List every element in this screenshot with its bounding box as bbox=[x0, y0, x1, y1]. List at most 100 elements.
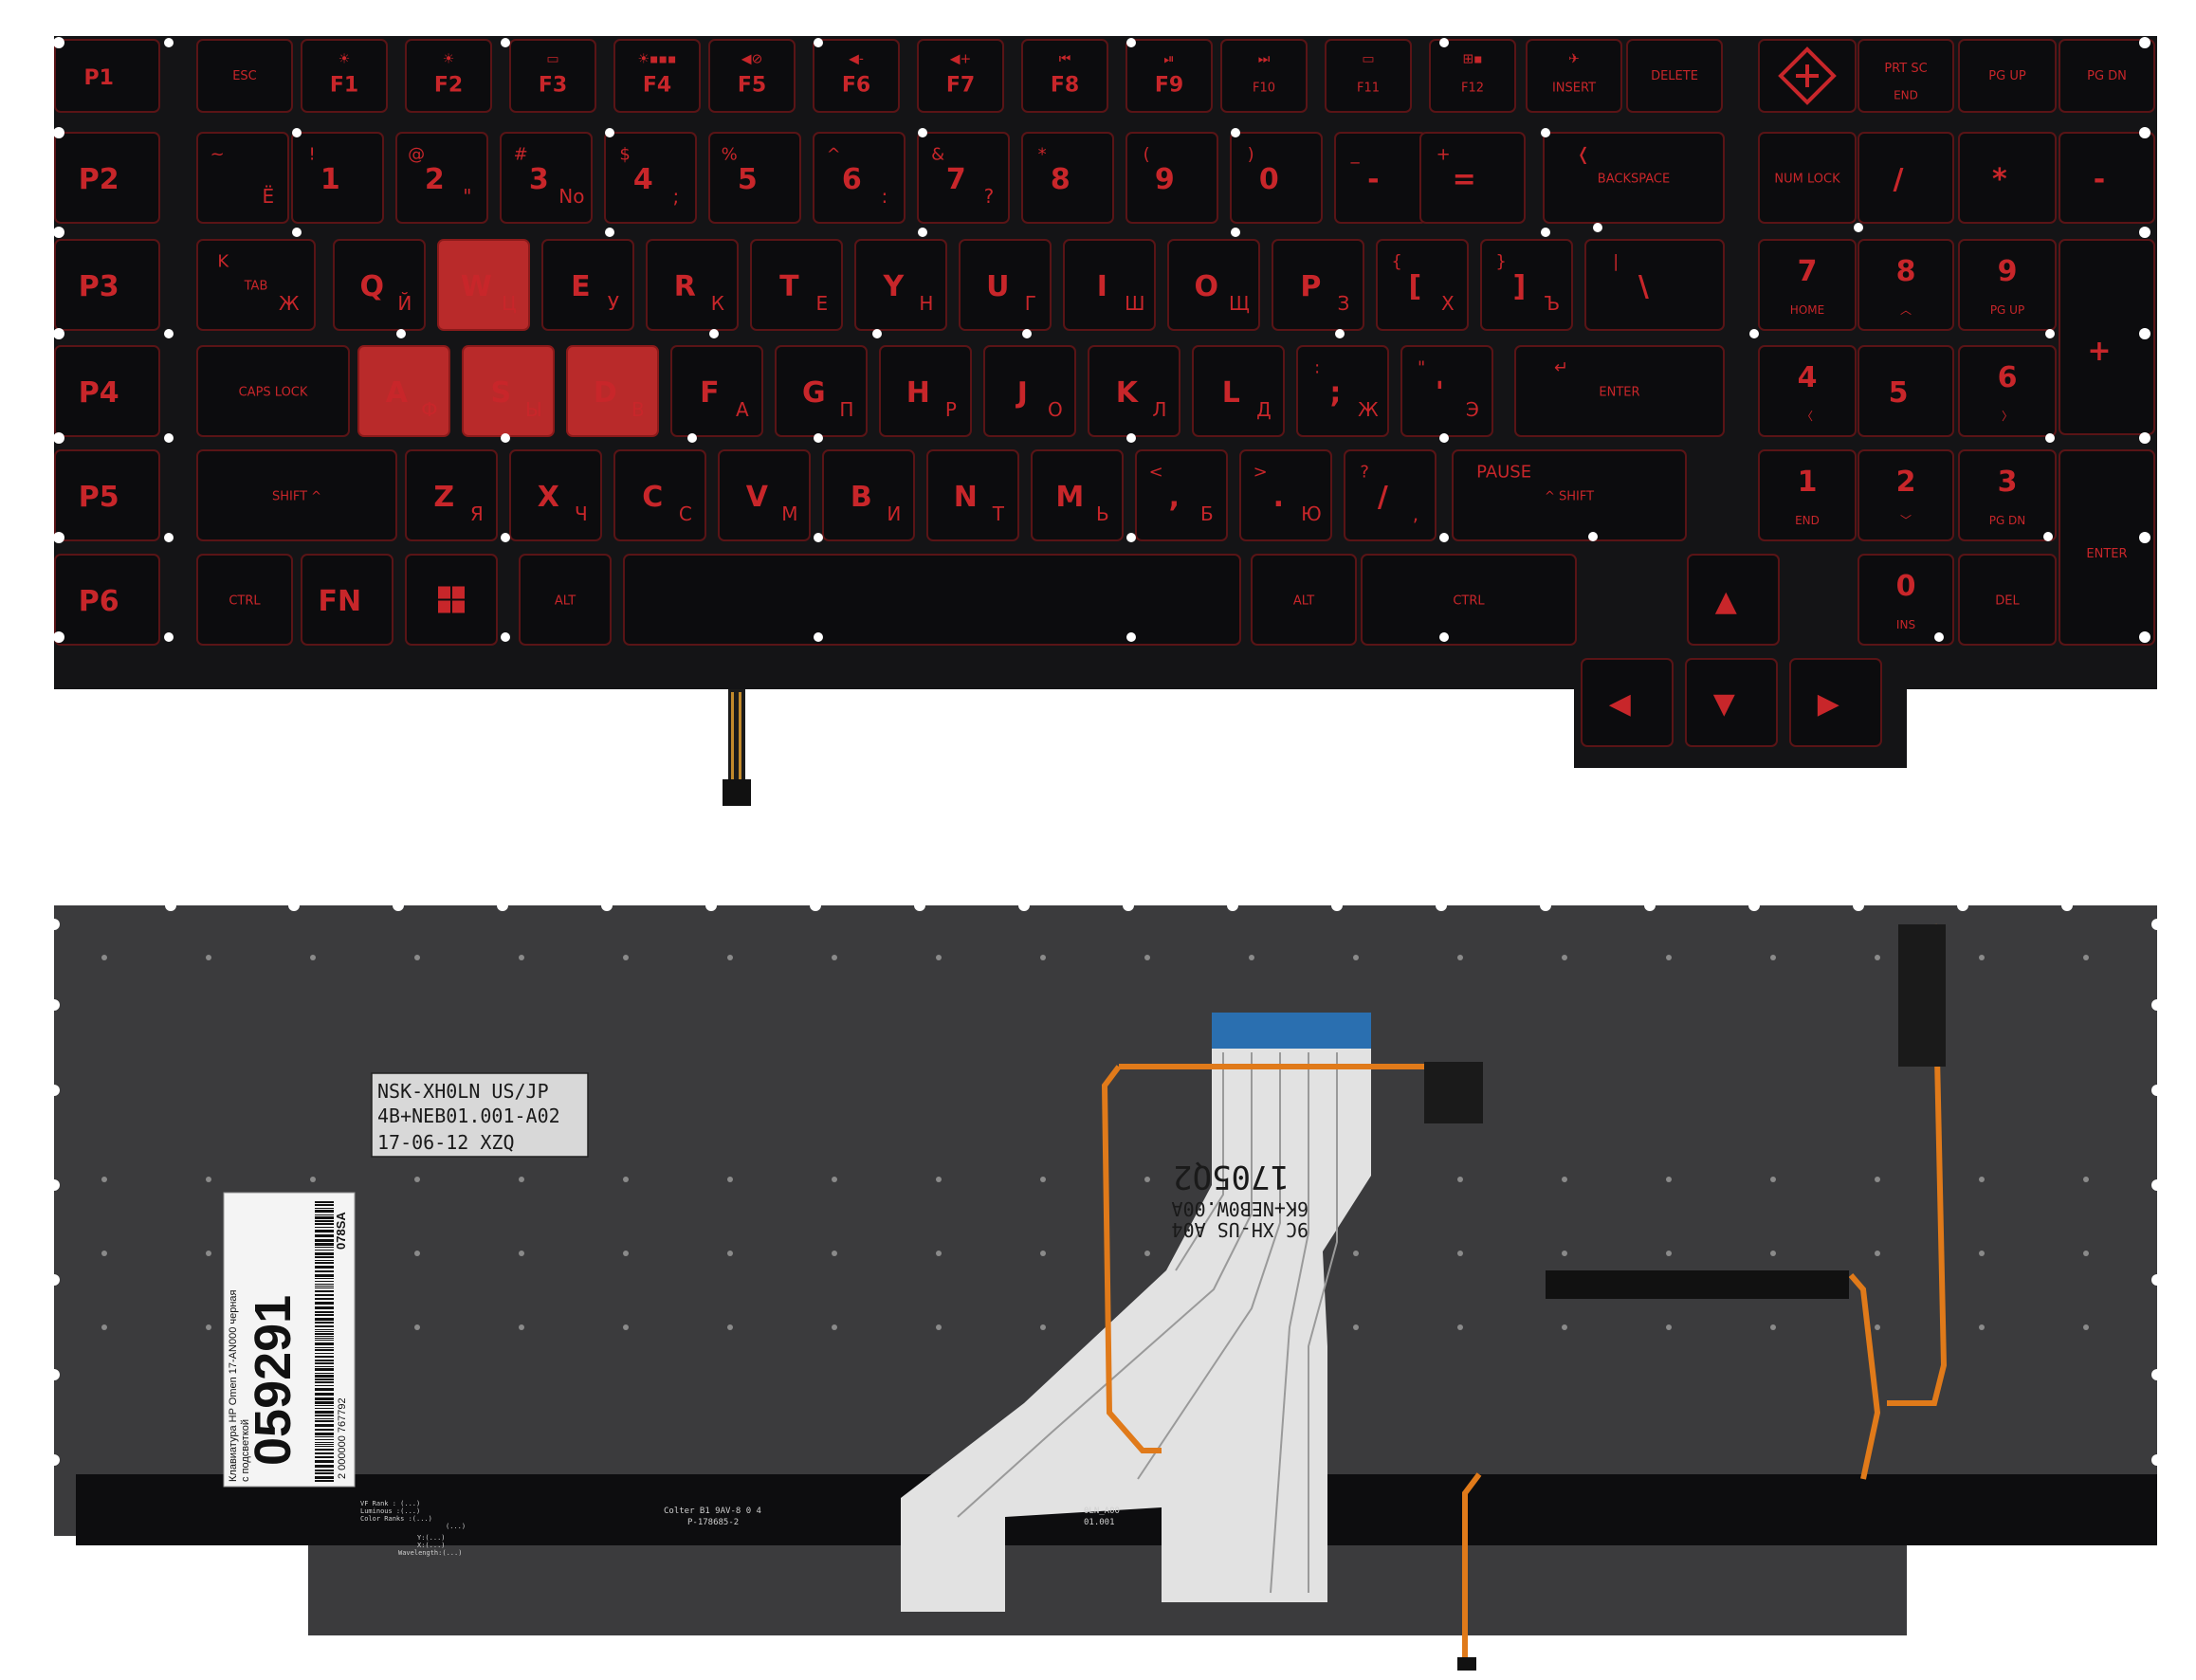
key-f9[interactable]: F9⏯ bbox=[1125, 39, 1213, 113]
key-4[interactable]: 4$; bbox=[604, 132, 697, 224]
key-f7[interactable]: F7◀+ bbox=[917, 39, 1004, 113]
key-windows-logo[interactable] bbox=[405, 554, 498, 646]
key-l[interactable]: LД bbox=[1192, 345, 1285, 437]
key--[interactable]: =+ bbox=[1419, 132, 1526, 224]
key-del[interactable]: DEL bbox=[1958, 554, 2057, 646]
key-omen-logo[interactable] bbox=[1758, 39, 1857, 113]
key-num-lock[interactable]: NUM LOCK bbox=[1758, 132, 1857, 224]
key--[interactable]: ;:Ж bbox=[1296, 345, 1389, 437]
key-w[interactable]: WЦ bbox=[437, 239, 530, 331]
key-q[interactable]: QЙ bbox=[333, 239, 426, 331]
key-alt[interactable]: ALT bbox=[1251, 554, 1357, 646]
key-r[interactable]: RК bbox=[646, 239, 739, 331]
key-j[interactable]: JО bbox=[983, 345, 1076, 437]
key-d[interactable]: DВ bbox=[566, 345, 659, 437]
key-m[interactable]: MЬ bbox=[1031, 449, 1124, 541]
key-0[interactable]: 0) bbox=[1230, 132, 1323, 224]
key--[interactable]: * bbox=[1958, 132, 2057, 224]
key--[interactable]: .>Ю bbox=[1239, 449, 1332, 541]
key--[interactable]: ◀ bbox=[1581, 658, 1674, 747]
key--[interactable]: ▼ bbox=[1685, 658, 1778, 747]
key-insert[interactable]: INSERT✈ bbox=[1526, 39, 1622, 113]
key-alt[interactable]: ALT bbox=[519, 554, 612, 646]
key-8[interactable]: 8︿ bbox=[1857, 239, 1954, 331]
key-blank[interactable] bbox=[623, 554, 1241, 646]
key-p1[interactable]: P1 bbox=[54, 39, 160, 113]
key-i[interactable]: IШ bbox=[1063, 239, 1156, 331]
key-h[interactable]: HР bbox=[879, 345, 972, 437]
key--[interactable]: + bbox=[2059, 239, 2155, 435]
key-g[interactable]: GП bbox=[775, 345, 868, 437]
key-p5[interactable]: P5 bbox=[54, 449, 160, 541]
key-pg-dn[interactable]: PG DN bbox=[2059, 39, 2155, 113]
key--[interactable]: / bbox=[1857, 132, 1954, 224]
key-f[interactable]: FА bbox=[670, 345, 763, 437]
key-8[interactable]: 8* bbox=[1021, 132, 1114, 224]
key-3[interactable]: 3PG DN bbox=[1958, 449, 2057, 541]
key--[interactable]: ,<Б bbox=[1135, 449, 1228, 541]
key-s[interactable]: SЫ bbox=[462, 345, 555, 437]
key-f10[interactable]: F10⏭ bbox=[1220, 39, 1308, 113]
key-p6[interactable]: P6 bbox=[54, 554, 160, 646]
key-pg-up[interactable]: PG UP bbox=[1958, 39, 2057, 113]
key-f6[interactable]: F6◀- bbox=[813, 39, 900, 113]
key-enter[interactable]: ENTER bbox=[2059, 449, 2155, 646]
key-9[interactable]: 9( bbox=[1125, 132, 1218, 224]
key-4[interactable]: 4〈 bbox=[1758, 345, 1857, 437]
key-f4[interactable]: F4☀▪▪▪ bbox=[613, 39, 701, 113]
key-esc[interactable]: ESC bbox=[196, 39, 293, 113]
key-caps-lock[interactable]: CAPS LOCK bbox=[196, 345, 350, 437]
key--[interactable]: ▲ bbox=[1687, 554, 1780, 646]
key-c[interactable]: CС bbox=[613, 449, 706, 541]
key-2[interactable]: 2﹀ bbox=[1857, 449, 1954, 541]
key-blank[interactable]: ~Ё bbox=[196, 132, 289, 224]
key-7[interactable]: 7&? bbox=[917, 132, 1010, 224]
key--[interactable]: [{Х bbox=[1376, 239, 1469, 331]
key-9[interactable]: 9PG UP bbox=[1958, 239, 2057, 331]
key-2[interactable]: 2@" bbox=[395, 132, 488, 224]
key-f2[interactable]: F2☀ bbox=[405, 39, 492, 113]
key--[interactable]: '"Э bbox=[1400, 345, 1493, 437]
key-f3[interactable]: F3▭ bbox=[509, 39, 596, 113]
key-f12[interactable]: F12⊞▪ bbox=[1429, 39, 1516, 113]
key-x[interactable]: XЧ bbox=[509, 449, 602, 541]
key-f5[interactable]: F5◀⊘ bbox=[708, 39, 796, 113]
key-p4[interactable]: P4 bbox=[54, 345, 160, 437]
key-backspace[interactable]: BACKSPACE❬ bbox=[1543, 132, 1725, 224]
key-p[interactable]: PЗ bbox=[1272, 239, 1364, 331]
key-z[interactable]: ZЯ bbox=[405, 449, 498, 541]
key-v[interactable]: VМ bbox=[718, 449, 811, 541]
key--[interactable]: ▶ bbox=[1789, 658, 1882, 747]
key-t[interactable]: TЕ bbox=[750, 239, 843, 331]
key-u[interactable]: UГ bbox=[959, 239, 1052, 331]
key-enter[interactable]: ENTER↵ bbox=[1514, 345, 1725, 437]
key-f8[interactable]: F8⏮ bbox=[1021, 39, 1108, 113]
key-5[interactable]: 5 bbox=[1857, 345, 1954, 437]
key-shift-[interactable]: SHIFT ^ bbox=[196, 449, 397, 541]
key-ctrl[interactable]: CTRL bbox=[196, 554, 293, 646]
key-f1[interactable]: F1☀ bbox=[301, 39, 388, 113]
key-o[interactable]: OЩ bbox=[1167, 239, 1260, 331]
key-a[interactable]: AФ bbox=[357, 345, 450, 437]
key-y[interactable]: YН bbox=[854, 239, 947, 331]
key--[interactable]: ]}Ъ bbox=[1480, 239, 1573, 331]
key-6[interactable]: 6〉 bbox=[1958, 345, 2057, 437]
key-1[interactable]: 1! bbox=[291, 132, 384, 224]
key-k[interactable]: KЛ bbox=[1088, 345, 1180, 437]
key-5[interactable]: 5% bbox=[708, 132, 801, 224]
key-6[interactable]: 6^: bbox=[813, 132, 906, 224]
key-f11[interactable]: F11▭ bbox=[1325, 39, 1412, 113]
key--[interactable]: /?, bbox=[1344, 449, 1437, 541]
key-p3[interactable]: P3 bbox=[54, 239, 160, 331]
key-b[interactable]: BИ bbox=[822, 449, 915, 541]
key-fn[interactable]: FN bbox=[301, 554, 393, 646]
key--[interactable]: - bbox=[2059, 132, 2155, 224]
key-delete[interactable]: DELETE bbox=[1626, 39, 1723, 113]
key--[interactable]: \| bbox=[1584, 239, 1725, 331]
key-3[interactable]: 3#No bbox=[500, 132, 593, 224]
